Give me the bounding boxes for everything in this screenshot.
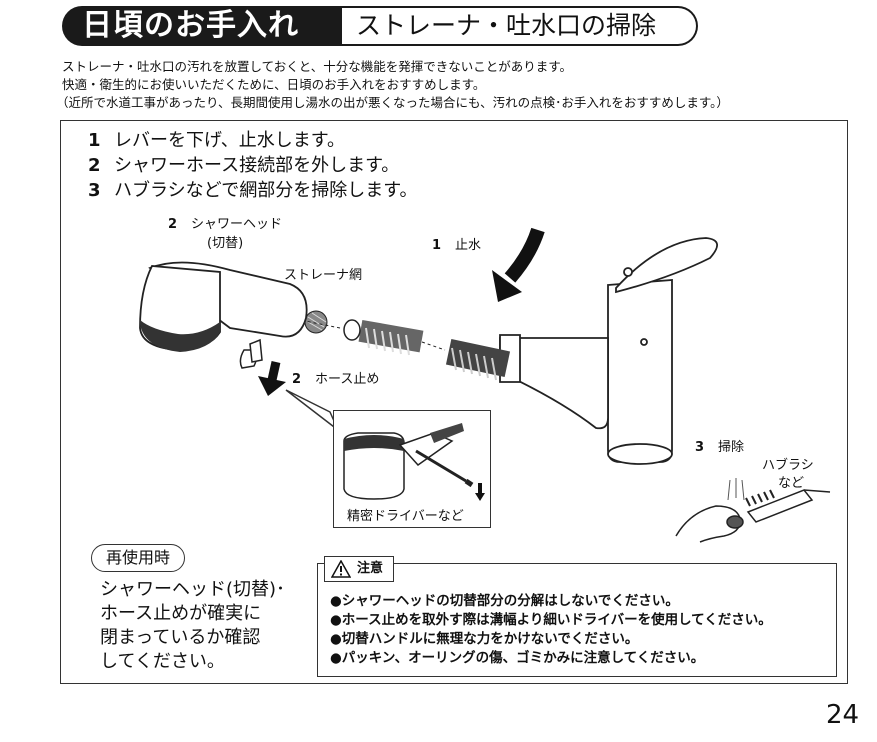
brush-label-2: など xyxy=(778,476,805,491)
hose-clip-label-text: ホース止め xyxy=(315,372,380,387)
step-1: 1 レバーを下げ、止水します。 xyxy=(88,130,345,152)
arrow-down-icon xyxy=(258,361,286,396)
section-subtitle: ストレーナ・吐水口の掃除 xyxy=(342,6,698,46)
section-title: 日頃のお手入れ xyxy=(62,6,342,46)
clean-label-text: 掃除 xyxy=(718,440,745,455)
reuse-line: シャワーヘッド(切替)･ xyxy=(100,579,286,600)
caution-item: ●切替ハンドルに無理な力をかけないでください。 xyxy=(330,631,639,647)
clean-label: 3 掃除 xyxy=(695,440,744,456)
intro-line-2: 快適・衛生的にお使いいただくために、日頃のお手入れをおすすめします。 xyxy=(62,77,486,92)
shower-head-label-text: シャワーヘッド xyxy=(191,217,283,232)
hose-clip-label: 2 ホース止め xyxy=(292,372,379,388)
detail-inset xyxy=(333,410,491,528)
warning-icon xyxy=(331,560,351,578)
step-1-text: レバーを下げ、止水します。 xyxy=(114,130,345,151)
reuse-line: してください。 xyxy=(100,651,225,672)
strainer-label: ストレーナ網 xyxy=(284,268,363,283)
step-2: 2 シャワーホース接続部を外します。 xyxy=(88,155,399,177)
shower-head-icon xyxy=(139,261,308,352)
stop-water-label-number: 1 xyxy=(432,238,442,253)
step-3-text: ハブラシなどで網部分を掃除します。 xyxy=(114,180,418,201)
caution-item: ●シャワーヘッドの切替部分の分解はしないでください。 xyxy=(330,593,679,609)
clean-label-number: 3 xyxy=(695,440,705,455)
caution-item: ●ホース止めを取外す際は溝幅より細いドライバーを使用してください。 xyxy=(330,612,772,628)
caution-box xyxy=(317,563,837,677)
brush-label-1: ハブラシ xyxy=(762,458,814,473)
reuse-note: シャワーヘッド(切替)･ ホース止めが確実に 閉まっているか確認 してください。 xyxy=(100,578,310,674)
instruction-panel xyxy=(60,120,848,684)
stop-water-label-text: 止水 xyxy=(455,238,482,253)
caution-header: 注意 xyxy=(324,556,395,582)
toothbrush-icon xyxy=(745,489,831,523)
shower-head-label-number: 2 xyxy=(168,217,178,232)
caution-item: ●パッキン、オーリングの傷、ゴミかみに注意してください。 xyxy=(330,650,705,666)
reuse-line: ホース止めが確実に xyxy=(100,603,262,624)
hose-icon xyxy=(343,319,511,381)
caution-title: 注意 xyxy=(357,561,384,576)
shower-head-label-sub: (切替) xyxy=(207,236,244,251)
hose-clip-icon xyxy=(239,338,263,369)
faucet-icon xyxy=(499,237,718,465)
stop-water-label: 1 止水 xyxy=(432,238,481,254)
hand-icon xyxy=(675,505,744,543)
reuse-line: 閉まっているか確認 xyxy=(100,627,261,648)
step-3: 3 ハブラシなどで網部分を掃除します。 xyxy=(88,180,417,202)
intro-line-3: （近所で水道工事があったり、長期間使用し湯水の出が悪くなった場合にも、汚れの点検… xyxy=(56,95,729,110)
intro-line-1: ストレーナ・吐水口の汚れを放置しておくと、十分な機能を発揮できないことがあります… xyxy=(62,59,573,74)
page-number: 24 xyxy=(826,700,860,730)
reuse-badge: 再使用時 xyxy=(91,544,186,572)
step-2-number: 2 xyxy=(88,155,101,176)
step-1-number: 1 xyxy=(88,130,101,151)
water-drops-icon xyxy=(727,478,745,501)
hose-clip-label-number: 2 xyxy=(292,372,302,387)
arrow-down-icon xyxy=(492,227,545,302)
shower-head-label: 2 シャワーヘッド xyxy=(168,217,282,233)
screwdriver-detail-icon xyxy=(343,423,485,501)
screwdriver-label: 精密ドライバーなど xyxy=(347,509,464,525)
step-3-number: 3 xyxy=(88,180,101,201)
faucet-illustration xyxy=(139,227,831,543)
step-2-text: シャワーホース接続部を外します。 xyxy=(114,155,400,176)
